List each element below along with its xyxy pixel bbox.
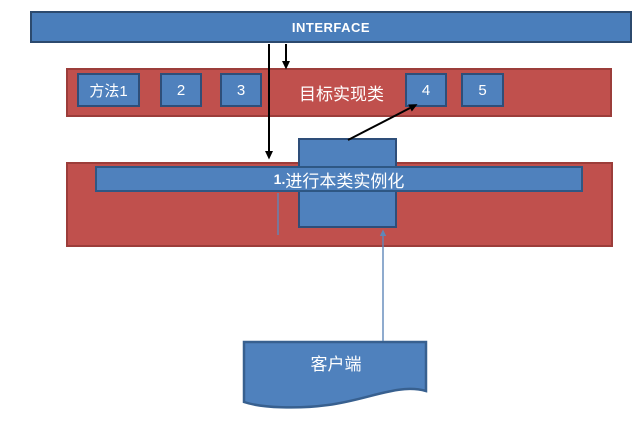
instantiation-step-bar: 1.进行本类实例化 <box>95 166 583 192</box>
target-class-label: 目标实现类 <box>299 85 384 104</box>
client-document-shape <box>242 340 428 409</box>
target-class-bar: 方法1 2 3 目标实现类 4 5 <box>66 68 612 117</box>
method-box-4: 4 <box>405 73 447 107</box>
method-box-3: 3 <box>220 73 262 107</box>
interface-bar: INTERFACE <box>30 11 632 43</box>
instantiation-step-number: 1. <box>273 171 286 187</box>
client-document-outline <box>242 340 428 409</box>
client-label: 客户端 <box>310 355 362 374</box>
method-box-5: 5 <box>461 73 504 107</box>
method-box-1: 方法1 <box>77 73 140 107</box>
instantiation-step-label: 进行本类实例化 <box>285 171 405 191</box>
method-box-2: 2 <box>160 73 202 107</box>
